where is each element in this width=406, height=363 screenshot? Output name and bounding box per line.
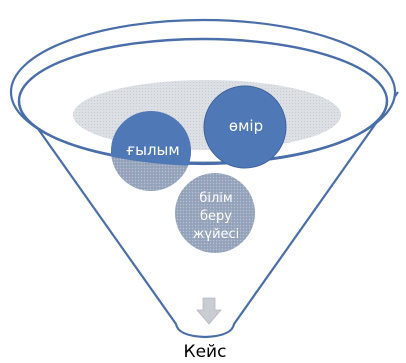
label-beru: беру [200, 209, 232, 224]
funnel-inner-rim-front [17, 100, 389, 165]
label-gylym: ғылым [126, 141, 179, 159]
circle-bilim-beru-zhuyesi [175, 173, 255, 253]
down-arrow-icon [196, 297, 222, 325]
circle-omir [203, 85, 287, 169]
label-zhuyesi: жүйесі [193, 227, 240, 242]
caption-keys: Кейс [184, 342, 227, 362]
label-omir: өмір [229, 117, 263, 135]
label-bilim: білім [199, 191, 232, 206]
circle-gylym [111, 111, 191, 167]
